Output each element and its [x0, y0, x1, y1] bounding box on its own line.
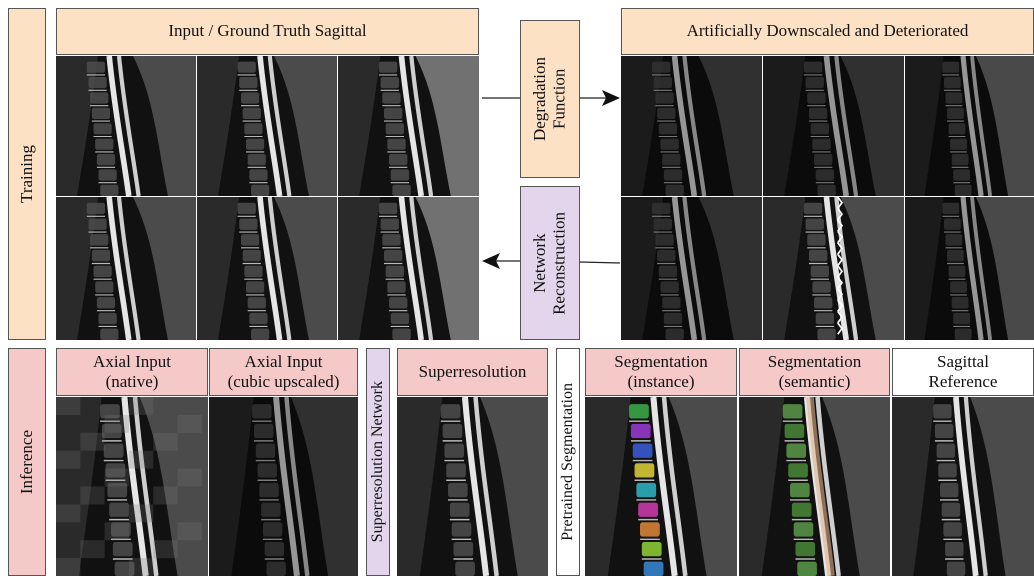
pretrained-segmentation-box: Pretrained Segmentation [556, 348, 580, 576]
sagittal-ref-line2: Reference [929, 372, 998, 391]
axial-cubic-header: Axial Input(cubic upscaled) [209, 348, 358, 396]
seg-semantic-header: Segmentation(semantic) [739, 348, 890, 396]
mri-tile [338, 197, 479, 340]
mri-tile [905, 56, 1034, 196]
axial-cubic-line2: (cubic upscaled) [228, 372, 340, 391]
superresolution-header: Superresolution [397, 348, 548, 396]
mri-tile [739, 397, 890, 576]
mri-tile [197, 56, 337, 196]
input-ground-truth-header: Input / Ground Truth Sagittal [56, 8, 479, 55]
pretrained-segmentation-label: Pretrained Segmentation [559, 383, 577, 541]
mri-tile [905, 197, 1034, 340]
mri-tile [56, 397, 208, 576]
training-arrows [478, 80, 624, 280]
mri-tile [56, 56, 196, 196]
superresolution-network-label: Superresolution Network [369, 381, 387, 542]
network-arrow-line-right [580, 262, 620, 263]
downscaled-header: Artificially Downscaled and Deteriorated [621, 8, 1034, 55]
mri-tile [397, 397, 548, 576]
inference-label-text: Inference [17, 430, 37, 494]
seg-instance-line1: Segmentation [614, 352, 707, 371]
axial-cubic-line1: Axial Input [245, 352, 323, 371]
mri-tile [338, 56, 479, 196]
mri-tile [763, 56, 904, 196]
sagittal-ref-line1: Sagittal [937, 352, 989, 371]
mri-tile [209, 397, 358, 576]
training-section-label: Training [8, 8, 46, 340]
superresolution-label: Superresolution [419, 362, 527, 382]
mri-tile [585, 397, 737, 576]
superresolution-network-box: Superresolution Network [366, 348, 390, 576]
seg-instance-line2: (instance) [627, 372, 694, 391]
seg-instance-header: Segmentation(instance) [585, 348, 737, 396]
training-label-text: Training [17, 145, 37, 203]
mri-tile [892, 397, 1034, 576]
mri-tile [621, 56, 762, 196]
axial-native-line2: (native) [106, 372, 159, 391]
inference-section-label: Inference [8, 348, 46, 576]
mri-tile [56, 197, 196, 340]
seg-semantic-line2: (semantic) [779, 372, 851, 391]
mri-tile [621, 197, 762, 340]
axial-native-line1: Axial Input [93, 352, 171, 371]
axial-native-header: Axial Input(native) [56, 348, 208, 396]
seg-semantic-line1: Segmentation [768, 352, 861, 371]
mri-tile [197, 197, 337, 340]
mri-tile [763, 197, 904, 340]
